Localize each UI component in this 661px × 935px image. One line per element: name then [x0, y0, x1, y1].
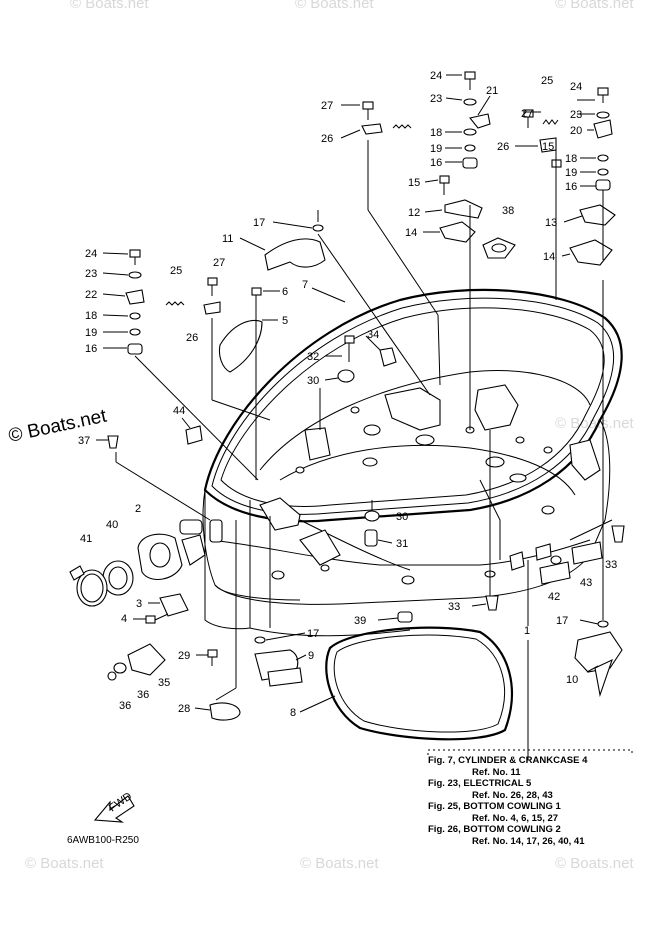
callout-9: 9: [308, 650, 314, 662]
callout-17: 17: [253, 217, 265, 229]
callout-16: 16: [430, 157, 442, 169]
callout-2: 2: [135, 503, 141, 515]
callout-26: 26: [497, 141, 509, 153]
callout-16: 16: [565, 181, 577, 193]
callout-labels: 24 21 25 24 27 23 27 23 26 18 20 19 26 1…: [78, 70, 617, 719]
callout-19: 19: [565, 167, 577, 179]
callout-1: 1: [524, 625, 530, 637]
callout-42: 42: [548, 591, 560, 603]
callout-24: 24: [85, 248, 97, 260]
callout-32: 32: [307, 351, 319, 363]
callout-18: 18: [430, 127, 442, 139]
callout-21: 21: [486, 85, 498, 97]
reference-fig-23: Fig. 23, ELECTRICAL 5: [428, 778, 532, 789]
callout-17: 17: [556, 615, 568, 627]
callout-18: 18: [85, 310, 97, 322]
callout-29: 29: [178, 650, 190, 662]
callout-43: 43: [580, 577, 592, 589]
reference-fig-25: Fig. 25, BOTTOM COWLING 1: [428, 801, 561, 812]
left-parts: [69, 249, 303, 721]
callout-16: 16: [85, 343, 97, 355]
watermark-mid-right: © Boats.net: [555, 415, 634, 432]
watermark-bottom-mid: © Boats.net: [300, 855, 379, 872]
watermark-top-left: © Boats.net: [70, 0, 149, 12]
reference-box: Fig. 7, CYLINDER & CRANKCASE 4 Ref. No. …: [428, 755, 633, 855]
callout-20: 20: [570, 125, 582, 137]
reference-fig-7: Fig. 7, CYLINDER & CRANKCASE 4: [428, 755, 588, 766]
callout-25: 25: [170, 265, 182, 277]
callout-5: 5: [282, 315, 288, 327]
callout-33: 33: [448, 601, 460, 613]
callout-26: 26: [186, 332, 198, 344]
callout-36: 36: [137, 689, 149, 701]
watermark-bottom-right: © Boats.net: [555, 855, 634, 872]
bottom-cowling: [179, 288, 623, 637]
callout-14: 14: [405, 227, 417, 239]
callout-36: 36: [119, 700, 131, 712]
callout-25: 25: [541, 75, 553, 87]
callout-33: 33: [605, 559, 617, 571]
callout-13: 13: [545, 217, 557, 229]
watermark-top-right: © Boats.net: [555, 0, 634, 12]
callout-30: 30: [396, 511, 408, 523]
callout-23: 23: [430, 93, 442, 105]
watermark-bottom-left: © Boats.net: [25, 855, 104, 872]
reference-ref-25: Ref. No. 4, 6, 15, 27: [472, 812, 559, 824]
callout-18: 18: [565, 153, 577, 165]
callout-24: 24: [570, 81, 582, 93]
callout-4: 4: [121, 613, 127, 625]
callout-10: 10: [566, 674, 578, 686]
callout-23: 23: [85, 268, 97, 280]
reference-box-border: [427, 749, 633, 755]
callout-22: 22: [85, 289, 97, 301]
reference-ref-23: Ref. No. 26, 28, 43: [472, 789, 553, 801]
callout-37: 37: [78, 435, 90, 447]
callout-27: 27: [521, 108, 533, 120]
reference-ref-7: Ref. No. 11: [472, 766, 521, 778]
top-right-parts: [218, 71, 616, 373]
callout-24: 24: [430, 70, 442, 82]
callout-31: 31: [396, 538, 408, 550]
callout-40: 40: [106, 519, 118, 531]
reference-fig-26: Fig. 26, BOTTOM COWLING 2: [428, 824, 561, 835]
leader-lines: [96, 74, 613, 760]
callout-27: 27: [213, 257, 225, 269]
callout-15: 15: [408, 177, 420, 189]
diagram-code: 6AWB100-R250: [67, 835, 139, 846]
callout-27: 27: [321, 100, 333, 112]
callout-7: 7: [302, 279, 308, 291]
callout-6: 6: [282, 286, 288, 298]
callout-44: 44: [173, 405, 185, 417]
fwd-arrow-icon: FWD: [93, 790, 135, 823]
callout-19: 19: [85, 327, 97, 339]
callout-11: 11: [222, 233, 233, 245]
callout-39: 39: [354, 615, 366, 627]
callout-3: 3: [136, 598, 142, 610]
callout-17: 17: [307, 628, 319, 640]
callout-38: 38: [502, 205, 514, 217]
callout-8: 8: [290, 707, 296, 719]
bottom-right-parts: [325, 335, 625, 741]
callout-26: 26: [321, 133, 333, 145]
callout-19: 19: [430, 143, 442, 155]
callout-34: 34: [367, 329, 379, 341]
reference-ref-26: Ref. No. 14, 17, 26, 40, 41: [472, 835, 585, 847]
watermark-main: © Boats.net: [7, 406, 109, 447]
callout-41: 41: [80, 533, 92, 545]
watermark-top-mid: © Boats.net: [295, 0, 374, 12]
callout-35: 35: [158, 677, 170, 689]
callout-28: 28: [178, 703, 190, 715]
callout-15: 15: [542, 141, 554, 153]
callout-14: 14: [543, 251, 555, 263]
callout-30: 30: [307, 375, 319, 387]
callout-23: 23: [570, 109, 582, 121]
callout-12: 12: [408, 207, 420, 219]
